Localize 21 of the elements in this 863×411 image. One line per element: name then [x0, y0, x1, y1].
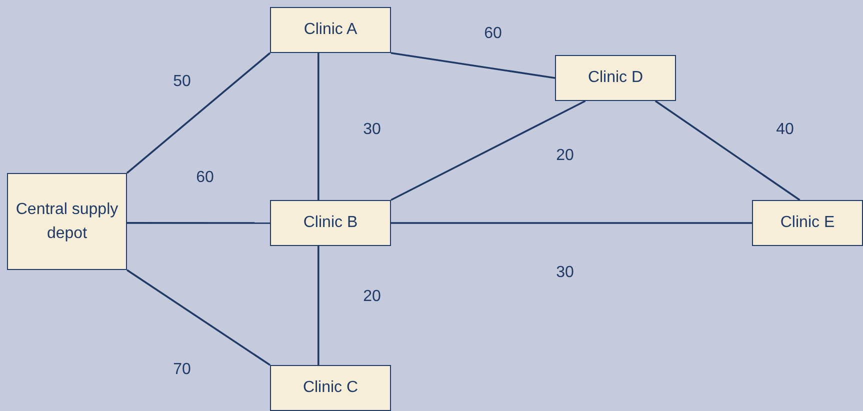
connector-line	[126, 52, 271, 174]
node-label: Central supply depot	[14, 200, 120, 244]
depot-box	[7, 173, 127, 270]
connector-line	[390, 52, 556, 79]
node-label: Clinic E	[780, 213, 835, 233]
clinic-box	[270, 7, 391, 53]
node-label: Clinic A	[304, 20, 358, 40]
node-label: Clinic B	[303, 213, 358, 233]
connector-line	[390, 100, 586, 201]
connector-line	[126, 269, 270, 366]
connector-line	[318, 246, 320, 365]
node-label: Clinic C	[302, 378, 358, 398]
connector-line	[391, 222, 752, 224]
node-label: Clinic D	[588, 68, 644, 88]
clinic-box	[270, 365, 391, 411]
connector-line	[127, 222, 270, 224]
connector-line	[318, 53, 320, 200]
clinic-box	[752, 200, 863, 246]
connector-line	[654, 100, 800, 201]
clinic-box	[270, 200, 391, 246]
clinic-box	[555, 55, 676, 101]
